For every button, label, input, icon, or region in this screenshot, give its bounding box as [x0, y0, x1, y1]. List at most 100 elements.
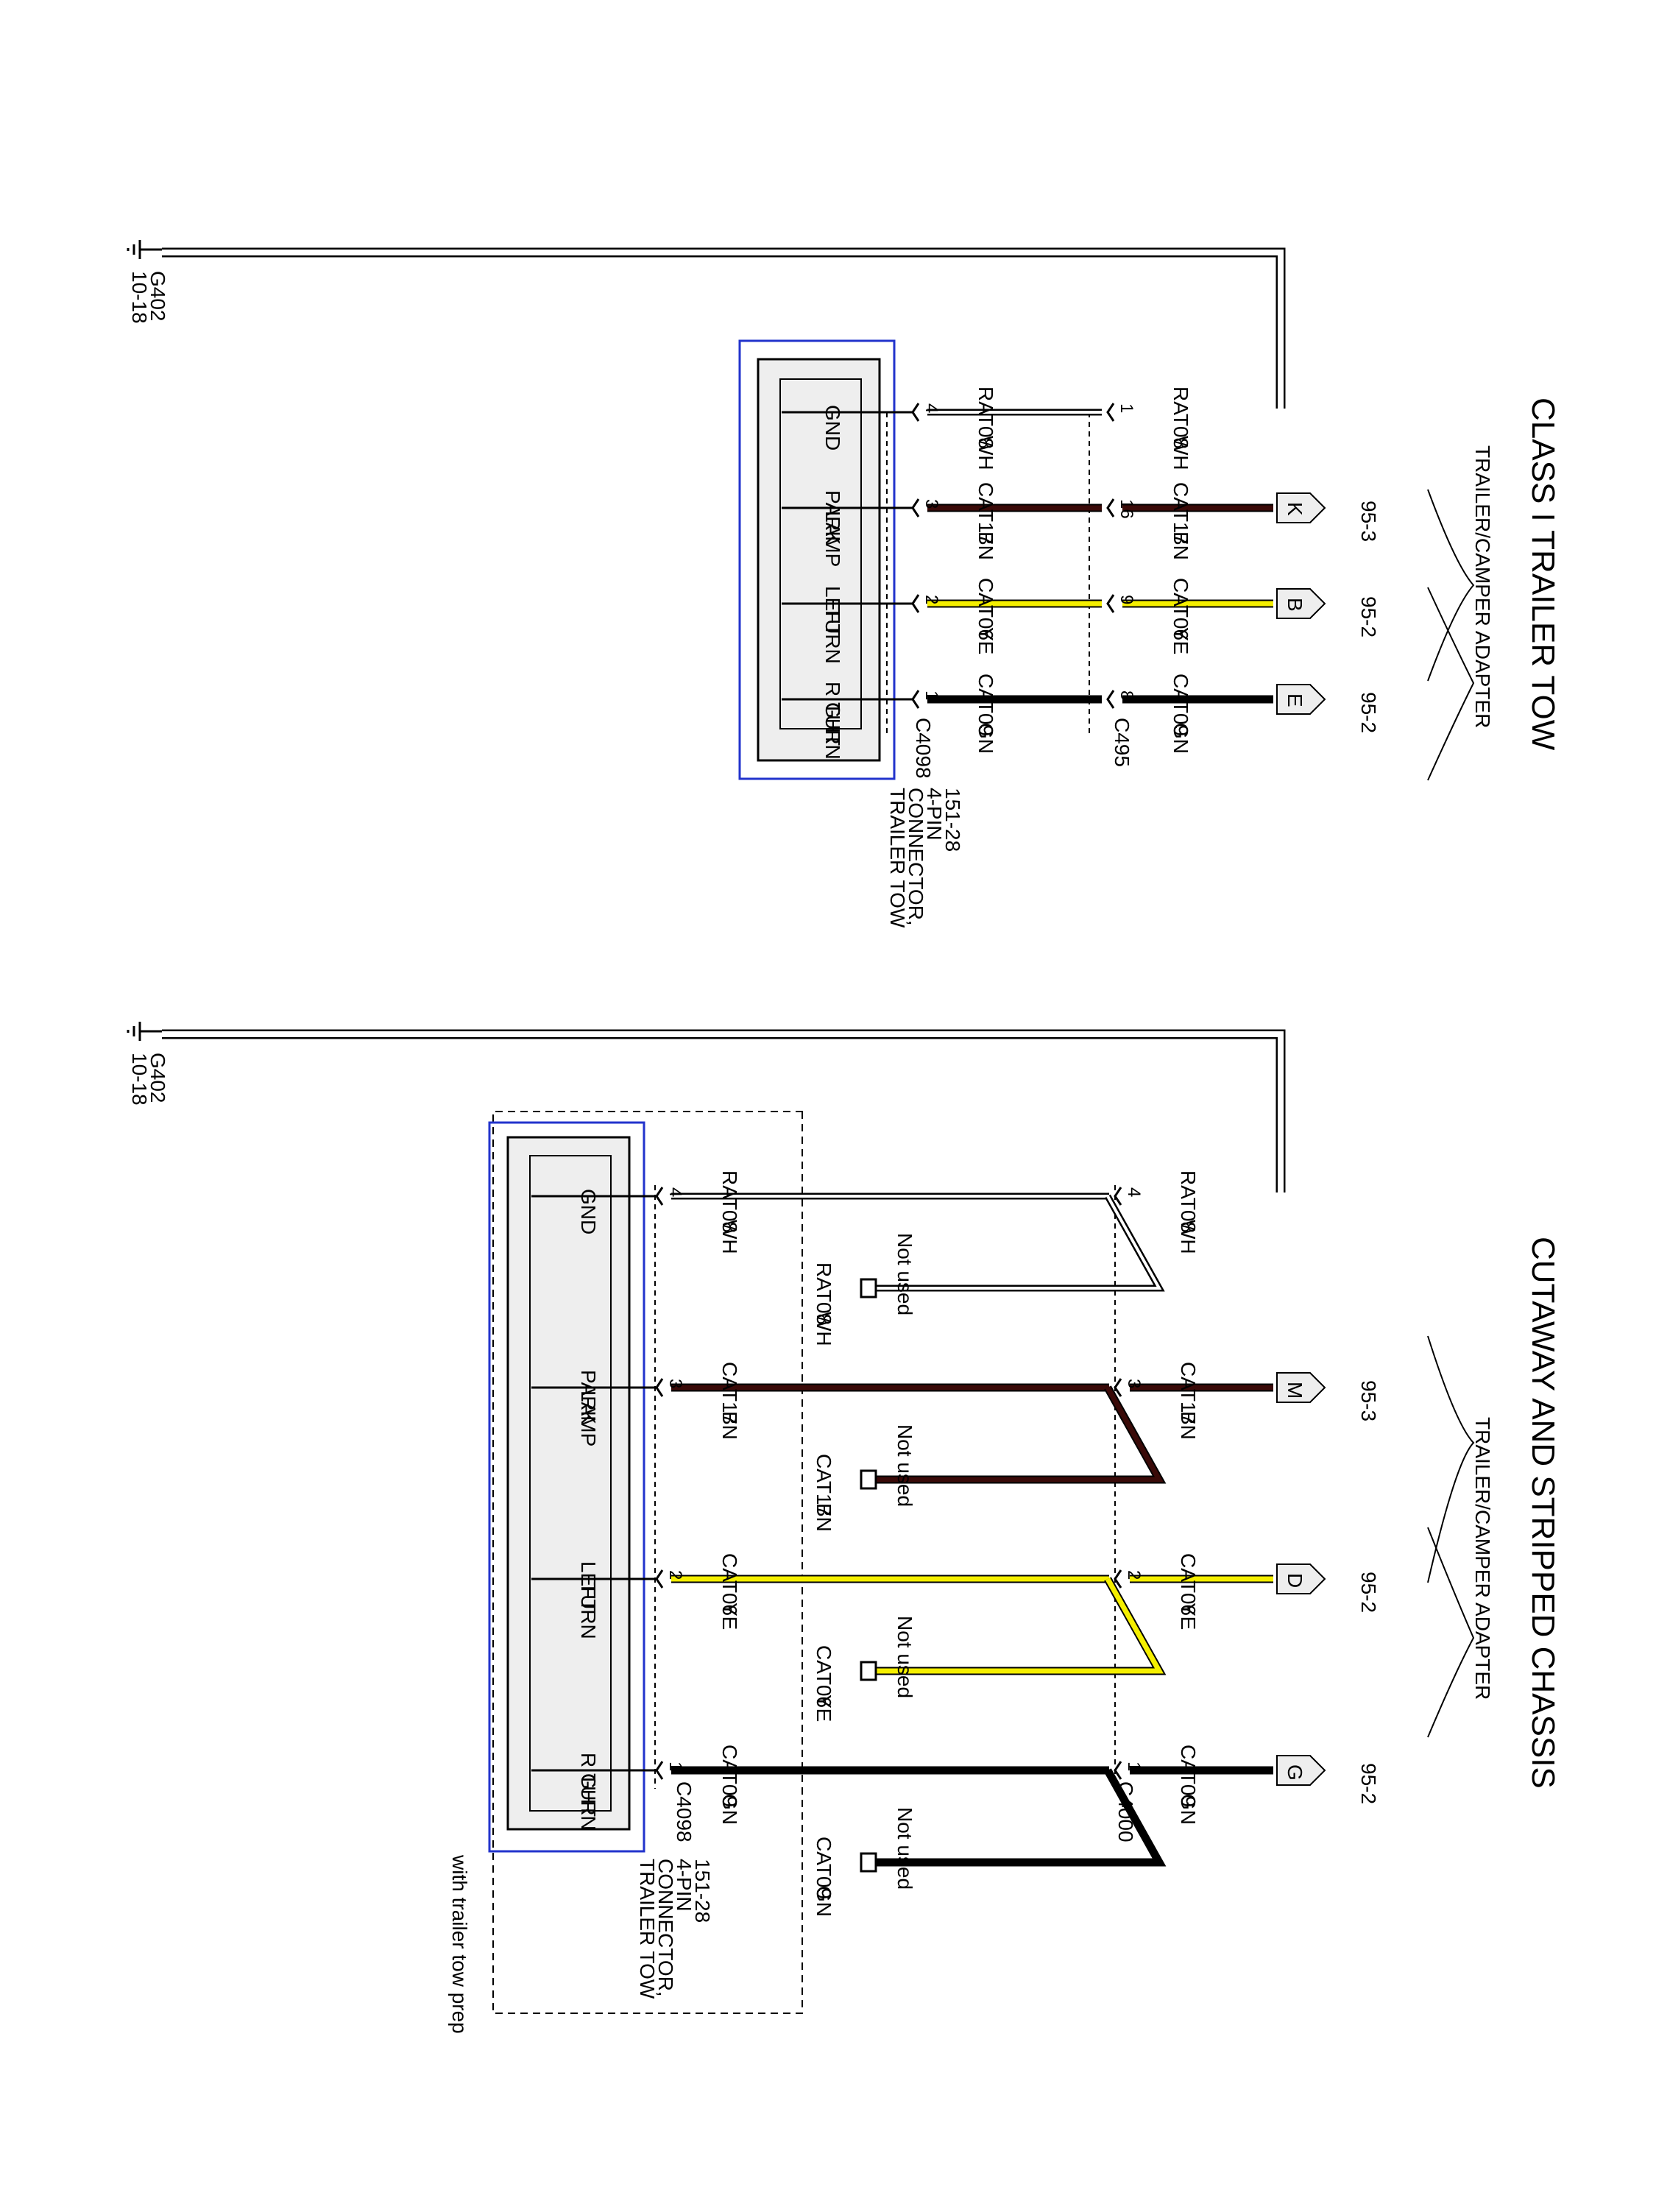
diagram1-title: CLASS I TRAILER TOW	[1525, 397, 1561, 751]
diagram2-wire-1-terminal-letter: M	[1284, 1382, 1306, 1399]
diagram2-wire-2-left-mate	[655, 1569, 664, 1589]
diagram2-wire-2-circuit-right: CAT06	[1177, 1553, 1200, 1616]
diagram2-wire-2-ref: 95-2	[1357, 1572, 1380, 1613]
diagram2-wire-1-function-label: PARK	[577, 1370, 600, 1424]
diagram2-connector-frame	[488, 1121, 645, 1853]
diagram2-wire-3-right-mate	[1114, 1761, 1122, 1780]
diagram2-wire-3-not-used: Not used	[894, 1807, 916, 1890]
diagram2-wire-0-unused-branch-fill	[868, 1195, 1162, 1290]
diagram2-wire-2-unused-color: YE	[813, 1695, 835, 1722]
diagram1-wire-2-circuit-left: CAT06	[974, 578, 997, 640]
diagram2-wire-1-left-mate	[655, 1378, 664, 1397]
diagram1-wire-0-circuit-right: RAT08	[1170, 386, 1192, 449]
diagram1-wire-1-circuit-right: CAT17	[1170, 482, 1192, 545]
diagram2-wire-2-terminal-letter: D	[1284, 1573, 1306, 1588]
diagram1-wire-0-color-right: WH	[1170, 436, 1192, 470]
diagram1-wire-0-left-mate	[911, 403, 920, 422]
diagram-cutaway-stripped-chassis: CUTAWAY AND STRIPPED CHASSIS TRAILER/CAM…	[127, 1022, 1561, 2034]
diagram2-wire-0-pin-right: 4	[1124, 1187, 1144, 1197]
diagram2-wire-0-unused-color: WH	[813, 1312, 835, 1346]
diagram2-wire-2-terminal: D	[1276, 1563, 1326, 1594]
diagram2-wire-0-unused-branch	[868, 1194, 1165, 1292]
diagram1-wire-3-color-left: GN	[974, 723, 997, 754]
diagram1-wire-1-function-label: LAMP	[821, 511, 844, 567]
diagram2-adapter-bracket-2	[1427, 1527, 1475, 1738]
diagram1-ground-wire: G402 10-18	[127, 240, 1286, 409]
diagram1-wire-3-left-mate	[911, 690, 920, 709]
diagram1-wire-3-function-label: RIGHT	[821, 682, 844, 746]
svg-text:4-PIN: 4-PIN	[923, 788, 946, 841]
svg-text:4-PIN: 4-PIN	[673, 1859, 696, 1912]
diagram2-wire-1-unused-branch	[868, 1385, 1167, 1484]
diagram2-wire-0-color-left: WH	[718, 1220, 741, 1254]
diagram2-wire-0-right-mate	[1114, 1187, 1122, 1206]
diagram1-c4098-label: C4098	[912, 718, 935, 779]
diagram2-wire-3-circuit-right: CAT09	[1177, 1745, 1200, 1807]
diagram2-wire-0-circuit-left: RAT08	[718, 1170, 741, 1233]
diagram2-wire-2-right-mate	[1114, 1569, 1122, 1589]
diagram2-wire-2-unused-branch	[868, 1577, 1167, 1675]
diagram2-wire-1-circuit-left: CAT17	[718, 1362, 741, 1424]
diagram2-wire-2-function-label: LEFT	[577, 1561, 600, 1611]
diagram2-wire-1-pin-left: 3	[665, 1379, 685, 1388]
diagram1-adapter-bracket	[1427, 489, 1475, 682]
diagram2-wire-2-function-label: TURN	[577, 1582, 600, 1639]
diagram2-ground-name: G402	[146, 1053, 169, 1103]
diagram2-wire-2-not-used: Not used	[894, 1616, 916, 1698]
diagram1-wire-0-color-left: WH	[974, 436, 997, 470]
diagram1-wire-2-color-left: YE	[974, 627, 997, 654]
diagram2-wire-3-terminal: G	[1276, 1755, 1326, 1786]
diagram1-wire-1-terminal-shape	[1276, 492, 1326, 523]
diagram2-wire-3-function-label: TURN	[577, 1773, 600, 1831]
diagram1-wire-2-circuit-right: CAT06	[1170, 578, 1192, 640]
diagram1-wire-1-pin-right: 16	[1117, 499, 1136, 519]
diagram2-wire-1-unused-plug	[860, 1469, 877, 1490]
diagram2-option-box	[492, 1111, 803, 2014]
diagram2-wire-3-unused-branch-fill	[868, 1769, 1164, 1865]
diagram1-connector-frame	[738, 339, 896, 780]
diagram2-ground-wire: G402 10-18	[127, 1022, 1286, 1192]
diagram2-adapter-label: TRAILER/CAMPER ADAPTER	[1471, 1417, 1494, 1700]
diagram2-connector-body	[506, 1136, 631, 1831]
diagram2-wire-2-circuit-left: CAT06	[718, 1553, 741, 1616]
diagram2-wire-1-terminal: M	[1276, 1372, 1326, 1403]
diagram2-connector-inner	[529, 1155, 612, 1812]
diagram1-wire-2-right-mate	[1106, 594, 1115, 613]
diagram1-wire-2-terminal-shape	[1276, 588, 1326, 619]
diagram2-wire-3-ref: 95-2	[1357, 1763, 1380, 1804]
diagram1-wire-3-color-right: GN	[1170, 723, 1192, 754]
diagram2-wire-3-pin-right: 1	[1124, 1762, 1144, 1771]
svg-text:CONNECTOR,: CONNECTOR,	[905, 788, 927, 926]
diagram2-wire-2-terminal-shape	[1276, 1563, 1326, 1594]
diagram1-connector-body	[757, 358, 881, 762]
diagram2-c4098-label: C4098	[673, 1781, 696, 1842]
diagram2-wire-1-terminal-shape	[1276, 1372, 1326, 1403]
diagram2-wire-0-left-mate	[655, 1187, 664, 1206]
svg-text:TRAILER TOW: TRAILER TOW	[886, 788, 909, 928]
diagram2-wire-3-unused-branch	[868, 1768, 1167, 1867]
diagram1-wire-3-terminal-letter: E	[1284, 693, 1306, 707]
diagram2-wire-2-color-left: YE	[718, 1603, 741, 1630]
diagram1-wire-0-right-mate	[1106, 403, 1115, 422]
diagram2-wire-2-pin-left: 2	[665, 1570, 685, 1580]
svg-text:151-28: 151-28	[941, 788, 964, 852]
diagram1-wire-3-pin-right: 8	[1117, 690, 1136, 700]
diagram2-wire-1-color-left: BN	[718, 1411, 741, 1440]
diagram1-wire-2-terminal-letter: B	[1284, 598, 1306, 612]
diagram2-wire-0-pin-left: 4	[665, 1187, 685, 1197]
diagram2-wire-0-not-used: Not used	[894, 1233, 916, 1315]
diagram2-wire-0-unused-plug	[860, 1278, 877, 1298]
diagram1-c495-label: C495	[1111, 718, 1133, 767]
diagram1-wire-0-pin-right: 1	[1117, 403, 1136, 413]
diagram2-wire-1-right-mate	[1114, 1378, 1122, 1397]
diagram-class-i-trailer-tow: CLASS I TRAILER TOW TRAILER/CAMPER ADAPT…	[127, 240, 1561, 928]
diagram1-wire-2-function-label: LEFT	[821, 586, 844, 636]
diagram1-wire-2-terminal: B	[1276, 588, 1326, 619]
svg-text:151-28: 151-28	[691, 1859, 714, 1923]
diagram2-wire-3-color-left: GN	[718, 1794, 741, 1825]
diagram1-adapter-bracket-2	[1427, 587, 1475, 781]
diagram1-wire-3-terminal-shape	[1276, 684, 1326, 715]
diagram2-wire-3-circuit-left: CAT09	[718, 1745, 741, 1807]
